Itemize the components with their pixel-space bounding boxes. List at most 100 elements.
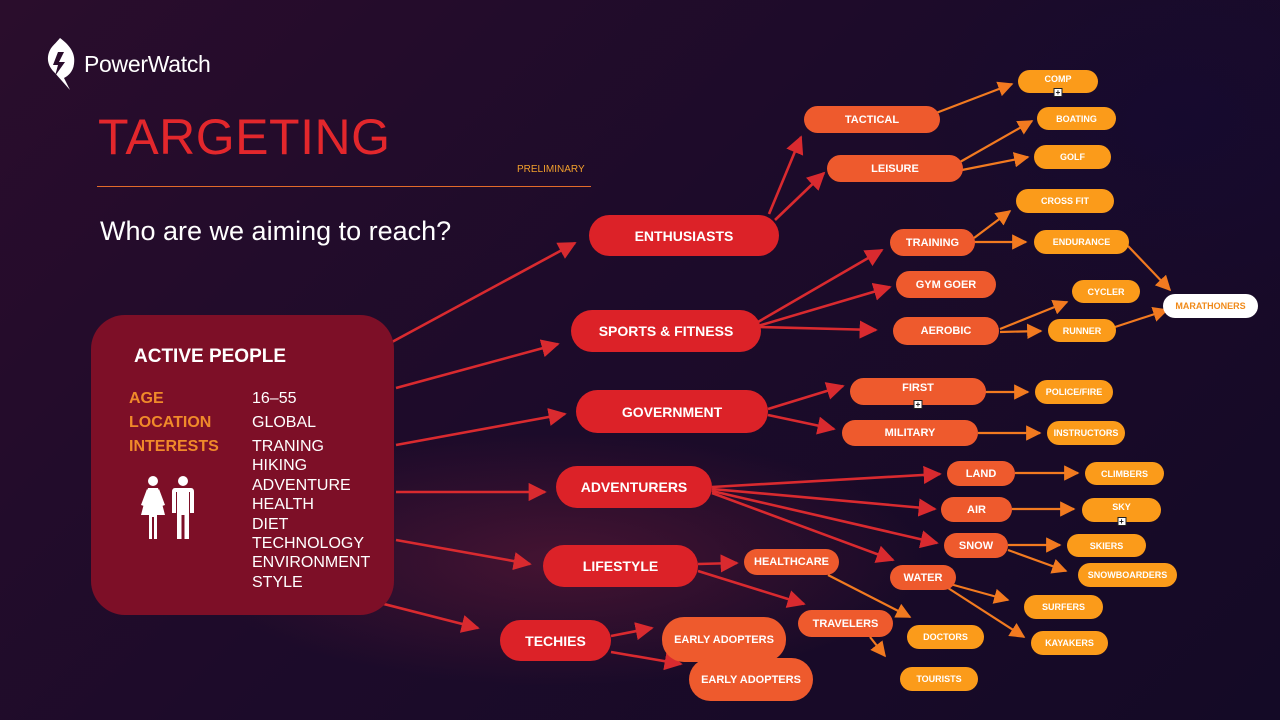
arrow-card-techies xyxy=(379,601,480,633)
interest-item: STYLE xyxy=(252,573,303,591)
node-sky-label: SKY xyxy=(1112,502,1131,512)
title-divider xyxy=(97,186,591,187)
node-techies: TECHIES xyxy=(500,620,611,661)
node-doctors: DOCTORS xyxy=(907,625,984,649)
arrow-tactical-comp xyxy=(935,81,1014,115)
node-early-adopters-1: EARLY ADOPTERS xyxy=(662,617,786,662)
arrow-adventurers-water xyxy=(711,491,895,563)
interest-item: ENVIRONMENT xyxy=(252,554,371,572)
node-runner: RUNNER xyxy=(1048,319,1116,342)
node-leisure: LEISURE xyxy=(827,155,963,182)
node-government: GOVERNMENT xyxy=(576,390,768,433)
node-snowboarders: SNOWBOARDERS xyxy=(1078,563,1177,587)
node-surfers: SURFERS xyxy=(1024,595,1103,619)
arrow-leisure-boating xyxy=(959,120,1034,163)
node-adventurers: ADVENTURERS xyxy=(556,466,712,508)
interest-item: DIET xyxy=(252,515,289,533)
arrow-government-first xyxy=(767,382,845,411)
arrow-adventurers-land xyxy=(711,465,942,489)
node-gym-goer: GYM GOER xyxy=(896,271,996,298)
node-comp-label: COMP xyxy=(1044,73,1072,84)
arrow-lifestyle-travelers xyxy=(697,569,806,608)
age-label: AGE xyxy=(129,390,164,407)
node-golf: GOLF xyxy=(1034,145,1111,169)
node-climbers: CLIMBERS xyxy=(1085,462,1164,485)
arrow-endurance-marathoners xyxy=(1127,245,1172,292)
node-aerobic: AEROBIC xyxy=(893,317,999,345)
interest-item: TRANING xyxy=(252,438,324,455)
arrow-card-lifestyle xyxy=(395,538,532,571)
arrow-techies-early2 xyxy=(610,650,683,671)
arrow-travelers-tourists xyxy=(869,636,886,658)
expand-plus-icon[interactable]: + xyxy=(1053,88,1063,97)
profile-title: ACTIVE PEOPLE xyxy=(134,346,287,367)
arrow-enthusiasts-tactical xyxy=(767,135,804,215)
node-kayakers: KAYAKERS xyxy=(1031,631,1108,655)
arrow-techies-early1 xyxy=(610,622,654,641)
node-comp: COMP + xyxy=(1018,70,1098,97)
page-subtitle: Who are we aiming to reach? xyxy=(100,216,452,246)
node-water: WATER xyxy=(890,565,956,590)
arrow-leisure-golf xyxy=(961,152,1030,172)
location-label: LOCATION xyxy=(129,414,212,431)
node-enthusiasts: ENTHUSIASTS xyxy=(589,215,779,256)
node-first: FIRST + xyxy=(850,378,986,409)
expand-plus-icon[interactable]: + xyxy=(1117,517,1126,526)
arrow-healthcare-doctors xyxy=(827,574,912,618)
arrow-card-sports xyxy=(395,339,560,390)
node-skiers: SKIERS xyxy=(1067,534,1146,557)
node-boating: BOATING xyxy=(1037,107,1116,130)
node-sports-fitness: SPORTS & FITNESS xyxy=(571,310,761,352)
node-air: AIR xyxy=(941,497,1012,522)
brand-name: PowerWatch xyxy=(84,50,211,77)
interests-label: INTERESTS xyxy=(129,438,219,455)
node-sky: SKY + xyxy=(1082,498,1161,526)
node-land: LAND xyxy=(947,461,1015,486)
flame-bolt-icon xyxy=(47,38,75,90)
arrow-water-kayakers xyxy=(947,587,1026,638)
node-travelers: TRAVELERS xyxy=(798,610,893,637)
node-military: MILITARY xyxy=(842,420,978,446)
arrow-lifestyle-healthcare xyxy=(697,554,739,573)
node-healthcare: HEALTHCARE xyxy=(744,549,839,575)
interest-item: HIKING xyxy=(252,457,308,475)
audience-profile-card: ACTIVE PEOPLE AGE 16–55 LOCATION GLOBAL … xyxy=(91,315,394,615)
node-police-fire: POLICE/FIRE xyxy=(1035,380,1113,404)
node-early-adopters-2: EARLY ADOPTERS xyxy=(689,658,813,701)
node-first-label: FIRST xyxy=(902,381,934,394)
location-value: GLOBAL xyxy=(252,414,317,431)
node-instructors: INSTRUCTORS xyxy=(1047,421,1125,445)
node-training: TRAINING xyxy=(890,229,975,256)
arrow-card-government xyxy=(395,408,567,447)
arrow-adventurers-snow xyxy=(711,489,939,549)
age-value: 16–55 xyxy=(252,390,297,407)
arrow-training-crossfit xyxy=(973,210,1012,239)
brand-logo: PowerWatch xyxy=(44,36,211,92)
node-tactical: TACTICAL xyxy=(804,106,940,133)
arrow-snow-snowboarders xyxy=(1007,548,1068,574)
page-title: TARGETING xyxy=(98,109,391,165)
arrow-card-enthusiasts xyxy=(391,241,577,344)
interest-item: ADVENTURE xyxy=(252,476,351,494)
man-woman-icon xyxy=(141,476,194,539)
arrow-sports-gymgoer xyxy=(757,282,892,328)
interest-item: HEALTH xyxy=(252,496,314,514)
arrow-adventurers-air xyxy=(711,487,937,517)
arrow-water-surfers xyxy=(949,582,1010,604)
arrow-sports-aerobic xyxy=(759,320,878,339)
node-marathoners: MARATHONERS xyxy=(1163,294,1258,318)
arrow-enthusiasts-leisure xyxy=(774,171,826,221)
interest-item: TECHNOLOGY xyxy=(252,535,365,553)
arrow-aerobic-runner xyxy=(999,323,1043,340)
node-snow: SNOW xyxy=(944,533,1008,558)
node-endurance: ENDURANCE xyxy=(1034,230,1129,254)
expand-plus-icon[interactable]: + xyxy=(913,400,923,409)
preliminary-tag: PRELIMINARY xyxy=(517,164,585,175)
arrow-aerobic-cycler xyxy=(999,300,1069,331)
node-lifestyle: LIFESTYLE xyxy=(543,545,698,587)
arrow-sports-training xyxy=(757,248,884,324)
arrow-government-military xyxy=(767,413,836,435)
node-cycler: CYCLER xyxy=(1072,280,1140,303)
node-tourists: TOURISTS xyxy=(900,667,978,691)
